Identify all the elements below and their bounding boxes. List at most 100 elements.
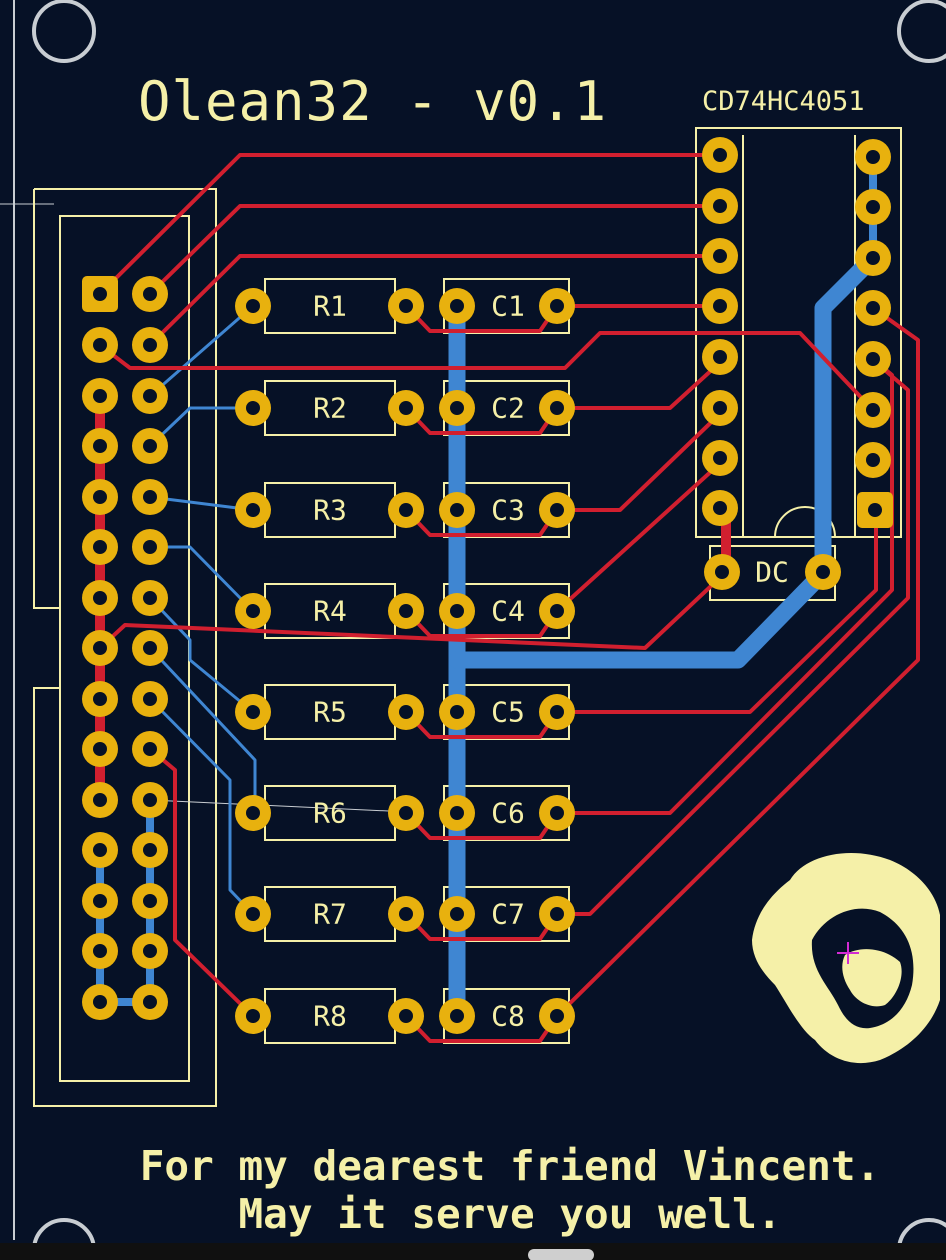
pad-hole <box>143 894 157 908</box>
pad-hole <box>866 251 880 265</box>
capacitor-label: C6 <box>491 797 525 830</box>
crosshair-icon <box>837 942 859 964</box>
capacitor-trace <box>555 306 920 1018</box>
pad-hole <box>866 301 880 315</box>
pad-hole <box>866 150 880 164</box>
pad-hole <box>816 565 830 579</box>
pad-hole <box>713 148 727 162</box>
pad-hole <box>143 742 157 756</box>
ic-trace-4 <box>98 331 875 412</box>
resistor-label: R2 <box>313 392 347 425</box>
pad-hole <box>143 490 157 504</box>
rc-link-trace <box>404 406 559 435</box>
pad-hole <box>93 894 107 908</box>
dedication-line-1: For my dearest friend Vincent. <box>139 1142 881 1190</box>
link-r1 <box>148 304 255 398</box>
pad-hole <box>450 503 464 517</box>
resistor-label: R3 <box>313 494 347 527</box>
pad-hole <box>713 299 727 313</box>
link-r6 <box>148 646 257 815</box>
rc-link-trace <box>404 508 559 537</box>
rc-link-trace <box>404 304 559 333</box>
capacitor-trace <box>555 456 728 613</box>
pad-hole <box>399 705 413 719</box>
resistor-label: R1 <box>313 290 347 323</box>
pad-hole <box>550 806 564 820</box>
ic-body <box>742 135 856 538</box>
rc-link-trace <box>404 811 559 840</box>
pad-hole <box>143 338 157 352</box>
pad-hole <box>550 1009 564 1023</box>
pad-hole <box>143 591 157 605</box>
pad-hole <box>399 401 413 415</box>
capacitor-label: C3 <box>491 494 525 527</box>
pad-hole <box>715 565 729 579</box>
pad-hole <box>93 995 107 1009</box>
resistor-label: R6 <box>313 797 347 830</box>
pad-hole <box>246 401 260 415</box>
pad-hole <box>246 907 260 921</box>
pad-hole <box>143 641 157 655</box>
pad-hole <box>93 287 107 301</box>
board-title: Olean32 - v0.1 <box>138 70 608 133</box>
pad-hole <box>866 403 880 417</box>
r8-trace <box>148 747 255 1018</box>
resistor-label: R7 <box>313 898 347 931</box>
resistor-label: R8 <box>313 1000 347 1033</box>
pad-hole <box>93 591 107 605</box>
pad-hole <box>246 705 260 719</box>
pad-hole <box>399 503 413 517</box>
rc-link-trace <box>404 1014 559 1043</box>
pad-hole <box>713 249 727 263</box>
pad-hole <box>93 793 107 807</box>
pad-hole <box>143 287 157 301</box>
pad-hole <box>713 401 727 415</box>
pad-hole <box>713 451 727 465</box>
pad-hole <box>399 1009 413 1023</box>
pad-hole <box>246 299 260 313</box>
pad-hole <box>93 389 107 403</box>
ic-trace-2 <box>148 204 722 296</box>
pad-hole <box>450 705 464 719</box>
pad-hole <box>246 1009 260 1023</box>
capacitor-label: C7 <box>491 898 525 931</box>
pad-hole <box>143 540 157 554</box>
pad-hole <box>93 439 107 453</box>
rc-link-trace <box>404 710 559 739</box>
pad-hole <box>143 944 157 958</box>
pad-hole <box>450 299 464 313</box>
header-outline <box>33 188 217 1107</box>
dedication-line-2: May it serve you well. <box>238 1190 782 1238</box>
pad-hole <box>550 401 564 415</box>
capacitor-label: C8 <box>491 1000 525 1033</box>
capacitor-label: C1 <box>491 290 525 323</box>
resistor-label: R4 <box>313 595 347 628</box>
pad-hole <box>143 692 157 706</box>
pad-hole <box>143 995 157 1009</box>
pad-hole <box>866 200 880 214</box>
pad-hole <box>550 503 564 517</box>
resistor-label: R5 <box>313 696 347 729</box>
cursor-line <box>149 799 411 813</box>
pad-hole <box>550 705 564 719</box>
pad-hole <box>246 503 260 517</box>
pad-hole <box>143 439 157 453</box>
pad-hole <box>450 806 464 820</box>
pad-hole <box>93 843 107 857</box>
home-handle[interactable] <box>528 1249 594 1260</box>
header-inner-outline <box>59 215 190 1082</box>
pad-hole <box>550 299 564 313</box>
pad-hole <box>93 692 107 706</box>
capacitor-label: C4 <box>491 595 525 628</box>
pad-hole <box>399 299 413 313</box>
pad-hole <box>450 401 464 415</box>
pad-hole <box>93 641 107 655</box>
pad-hole <box>399 806 413 820</box>
capacitor-label: C2 <box>491 392 525 425</box>
portrait-face <box>842 949 902 1007</box>
capacitor-trace <box>555 406 728 512</box>
pad-hole <box>399 604 413 618</box>
pad-hole <box>93 338 107 352</box>
